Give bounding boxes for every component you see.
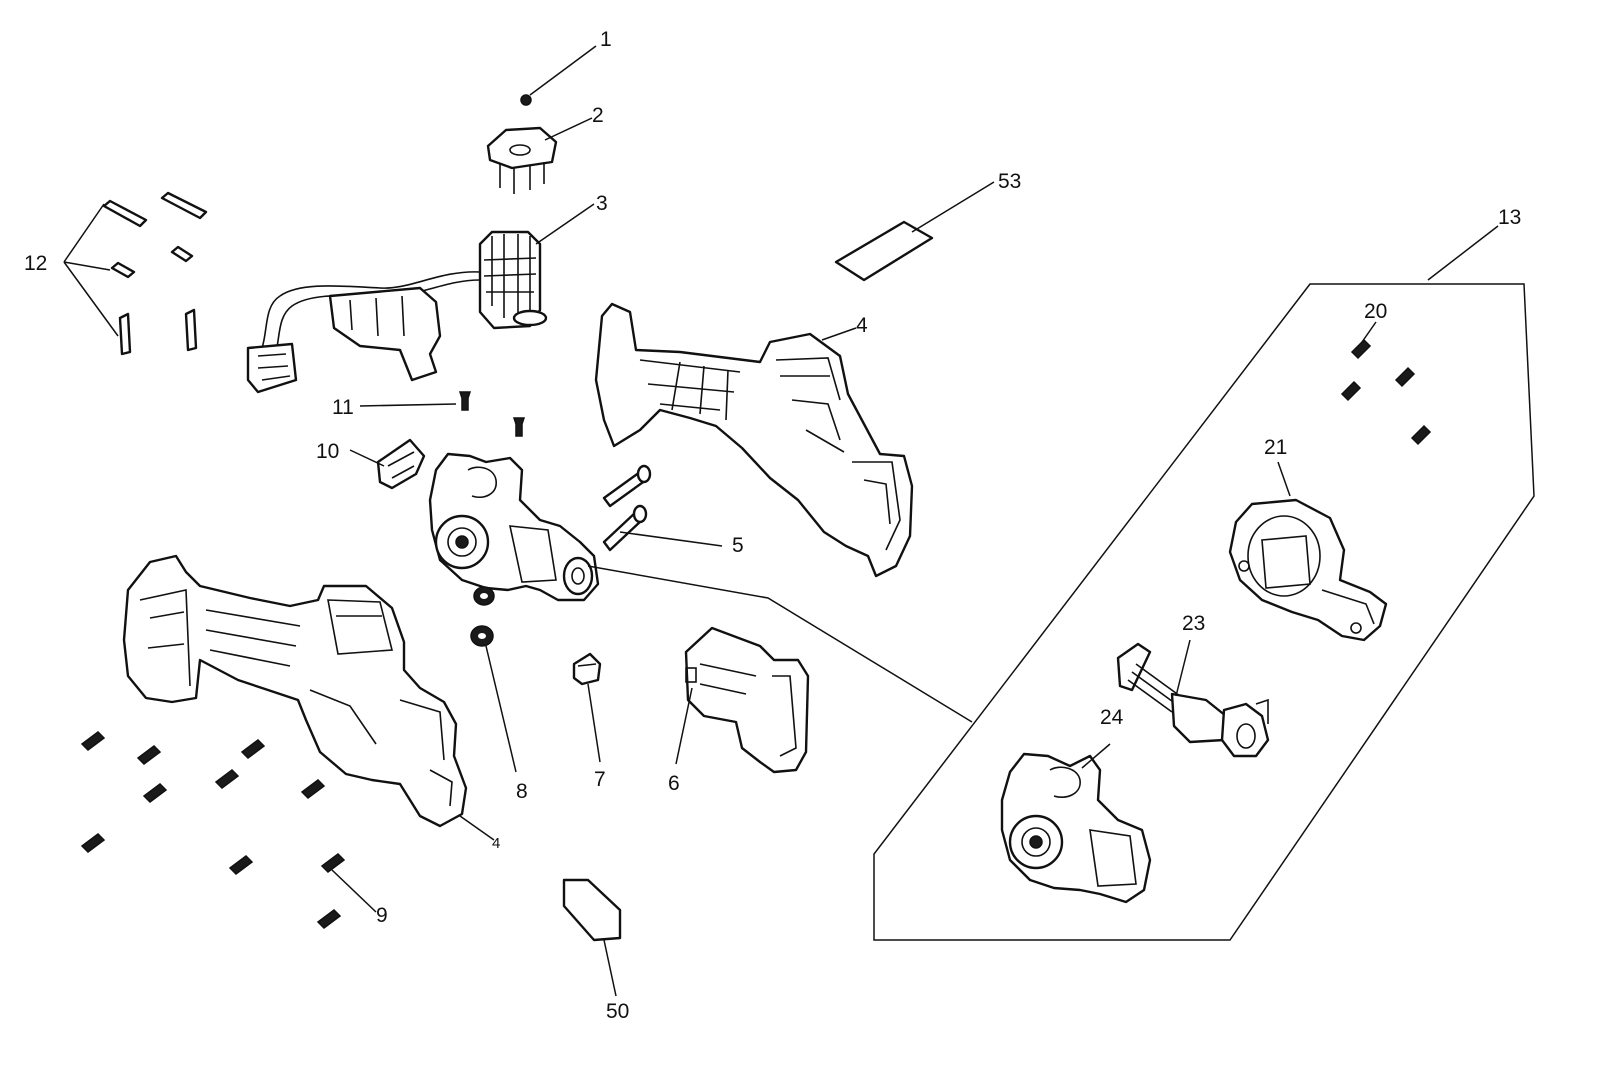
- callout-53: 53: [998, 170, 1021, 193]
- callout-10: 10: [316, 440, 339, 463]
- leader-23: [1175, 639, 1191, 697]
- leader-24: [1081, 743, 1111, 769]
- part-7-block: [572, 652, 602, 686]
- part-23-plunger: [1116, 642, 1270, 758]
- callout-13: 13: [1498, 206, 1521, 229]
- callout-4-upper: 4: [856, 314, 868, 337]
- callout-5: 5: [732, 534, 744, 557]
- part-9-screws: [80, 731, 346, 929]
- callout-2: 2: [592, 104, 604, 127]
- part-2-plate: [486, 126, 558, 194]
- part-11-screws: [458, 391, 526, 437]
- part-53-label: [834, 220, 934, 282]
- part-1-screw: [520, 94, 532, 106]
- leader-gearbox-to-kit: [587, 565, 973, 723]
- part-4-housing-left: [122, 554, 468, 828]
- leader-7: [587, 683, 601, 763]
- leader-53: [911, 181, 995, 233]
- kit-13-frame: [873, 283, 1535, 941]
- callout-7: 7: [594, 768, 606, 791]
- callout-50: 50: [606, 1000, 629, 1023]
- part-20-screws: [1340, 338, 1432, 446]
- leader-3: [535, 203, 595, 245]
- leader-8: [485, 645, 517, 773]
- leader-4b: [459, 815, 495, 841]
- part-gearbox-assembly: [428, 452, 600, 602]
- part-4-housing-right: [594, 302, 914, 578]
- callout-1: 1: [600, 28, 612, 51]
- part-12-terminals: [102, 191, 208, 356]
- callout-9: 9: [376, 904, 388, 927]
- leader-20: [1361, 321, 1377, 343]
- leader-13: [1427, 225, 1499, 281]
- callout-labels: 1 2 3 12 53 13 20 4 11 10 21 5 23 24 6 7…: [24, 28, 1521, 1023]
- part-50-label: [562, 878, 622, 942]
- part-6-guide: [684, 626, 810, 774]
- callout-23: 23: [1182, 612, 1205, 635]
- callout-8: 8: [516, 780, 528, 803]
- callout-11: 11: [332, 396, 354, 419]
- callout-6: 6: [668, 772, 680, 795]
- leader-5: [619, 531, 723, 547]
- part-5-bolts: [602, 464, 652, 552]
- leader-10: [349, 449, 385, 467]
- leader-11: [359, 403, 457, 407]
- callout-12: 12: [24, 252, 47, 275]
- callout-3: 3: [596, 192, 608, 215]
- part-24-gearbox-body: [1000, 752, 1152, 904]
- callout-4-lower: 4: [492, 835, 500, 852]
- leader-4a: [821, 327, 857, 341]
- part-21-gear-plate: [1228, 498, 1388, 642]
- part-3-motor-assembly: [246, 230, 548, 394]
- leader-1: [529, 45, 597, 96]
- leader-50: [603, 939, 617, 997]
- leader-6: [675, 687, 693, 765]
- part-8-bearings: [470, 586, 495, 647]
- leader-12: [63, 203, 119, 337]
- callout-21: 21: [1264, 436, 1287, 459]
- callout-20: 20: [1364, 300, 1387, 323]
- callout-24: 24: [1100, 706, 1124, 729]
- leader-2: [544, 117, 593, 141]
- leader-9: [331, 869, 377, 913]
- leader-21: [1277, 461, 1291, 497]
- part-10-clip: [376, 438, 426, 490]
